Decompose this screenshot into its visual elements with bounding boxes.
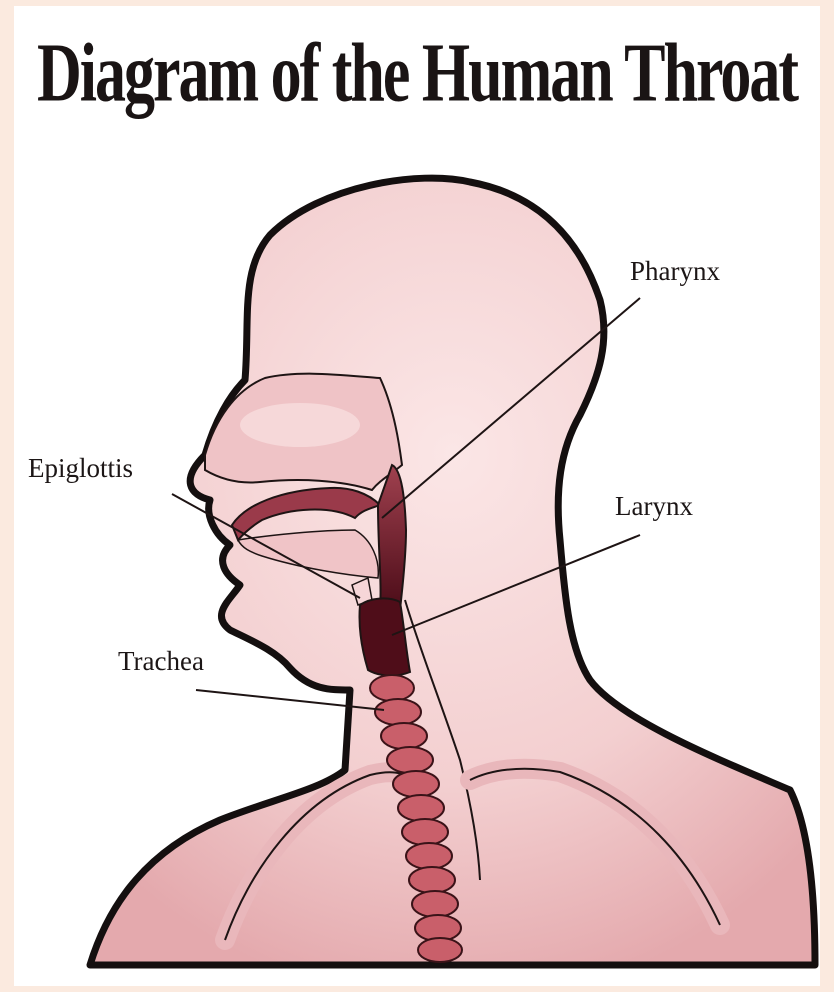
trachea-ring — [381, 723, 427, 749]
trachea-ring — [375, 699, 421, 725]
trachea-ring — [418, 938, 462, 962]
pharynx-label: Pharynx — [630, 256, 720, 287]
larynx-label: Larynx — [615, 491, 693, 522]
trachea-ring — [370, 675, 414, 701]
epiglottis-label: Epiglottis — [28, 453, 133, 484]
trachea-ring — [387, 747, 433, 773]
head-silhouette — [90, 178, 815, 965]
trachea-ring — [398, 795, 444, 821]
trachea-ring — [412, 891, 458, 917]
page-title: Diagram of the Human Throat — [0, 26, 834, 122]
trachea-label: Trachea — [118, 646, 204, 677]
nasal-highlight — [240, 403, 360, 447]
trachea-ring — [409, 867, 455, 893]
trachea-ring — [402, 819, 448, 845]
trachea-ring — [393, 771, 439, 797]
trachea-ring — [406, 843, 452, 869]
